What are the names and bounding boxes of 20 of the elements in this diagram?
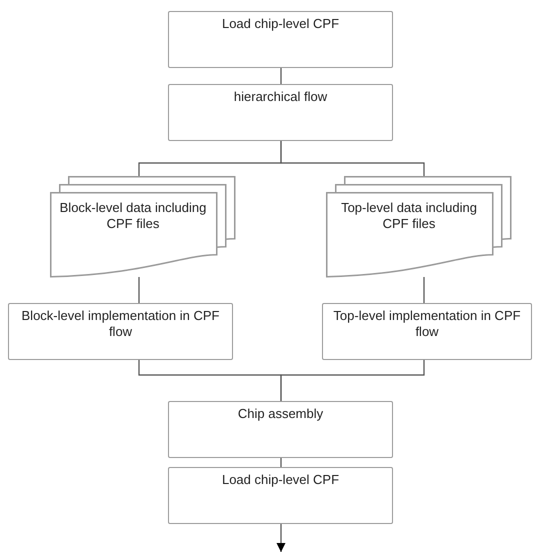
arrow bbox=[276, 524, 286, 552]
connector-line bbox=[138, 277, 140, 303]
node-label: Top-level data including CPF files bbox=[340, 199, 478, 232]
connector-line bbox=[280, 68, 282, 84]
node-label: Load chip-level CPF bbox=[220, 15, 340, 32]
process-box bbox=[322, 303, 532, 360]
process-box bbox=[168, 467, 393, 524]
process-box bbox=[168, 401, 393, 458]
process-box bbox=[168, 11, 393, 68]
process-box bbox=[8, 303, 233, 360]
connector-line bbox=[423, 277, 425, 303]
process-box bbox=[168, 84, 393, 141]
node-label: Load chip-level CPF bbox=[220, 471, 340, 488]
node-label: Block-level implementation in CPF flow bbox=[20, 307, 220, 340]
node-label: Block-level data including CPF files bbox=[58, 199, 208, 232]
connector-line bbox=[280, 360, 425, 401]
node-label: hierarchical flow bbox=[232, 88, 328, 105]
connector-line bbox=[280, 141, 425, 176]
node-label: Chip assembly bbox=[236, 405, 324, 422]
node-label: Top-level implementation in CPF flow bbox=[332, 307, 522, 340]
